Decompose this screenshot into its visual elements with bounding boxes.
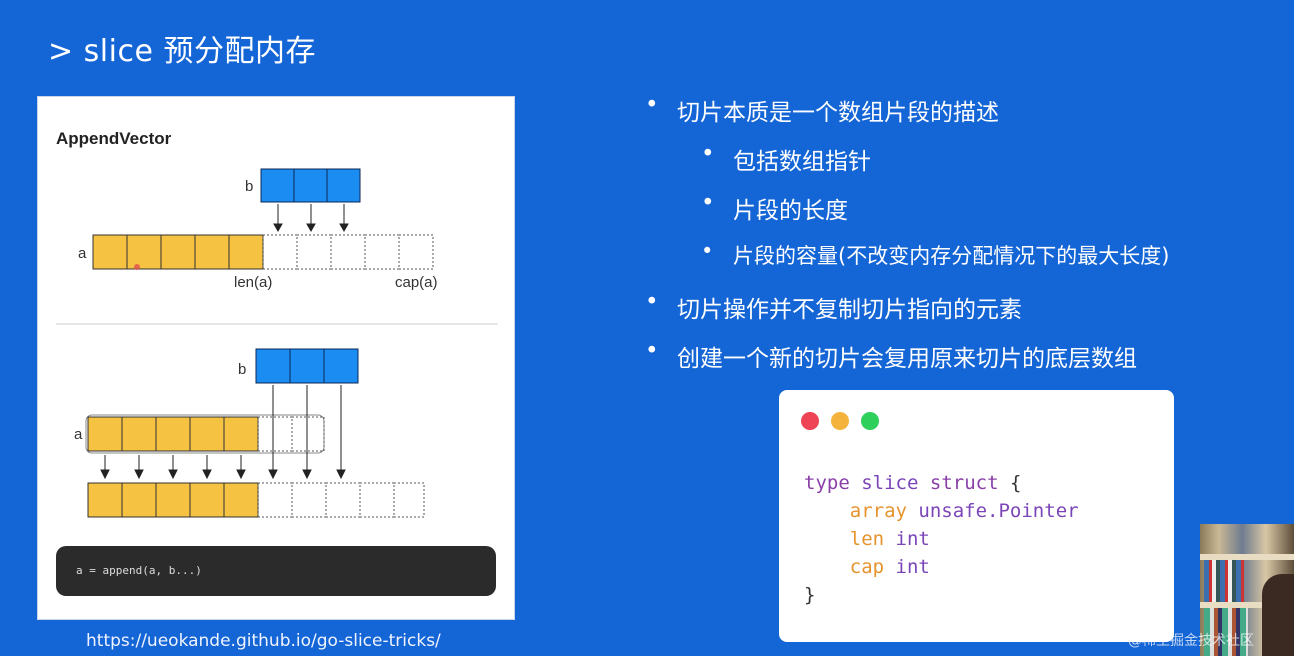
diagram-heading: AppendVector: [56, 129, 172, 148]
label-b-bottom: b: [238, 361, 246, 378]
bullet-item: • 切片操作并不复制切片指向的元素: [645, 289, 1022, 324]
webcam-overlay: [1200, 524, 1294, 656]
result-cell: [87, 482, 123, 518]
a-empty-cell: [398, 234, 434, 270]
slice-a-top: [92, 234, 434, 270]
bullet-dot-icon: •: [645, 338, 659, 364]
b-cell: [326, 168, 361, 203]
code-line: cap int: [849, 556, 930, 578]
bullet-item: • 创建一个新的切片会复用原来切片的底层数组: [645, 338, 1137, 373]
code-block: type slice struct { array unsafe.Pointer…: [804, 469, 1079, 609]
source-link[interactable]: https://ueokande.github.io/go-slice-tric…: [86, 631, 441, 651]
a-cell: [126, 234, 162, 270]
a-empty-cell: [330, 234, 366, 270]
a-cell: [160, 234, 196, 270]
slide-title: > slice 预分配内存: [48, 34, 316, 69]
result-empty-cell: [325, 482, 361, 518]
b-cell: [255, 348, 291, 384]
bullet-item: • 切片本质是一个数组片段的描述: [645, 92, 999, 127]
bullet-text: 包括数组指针: [733, 149, 871, 175]
a-cell: [121, 416, 157, 452]
a-cell: [92, 234, 128, 270]
cap-label: cap(a): [395, 274, 438, 291]
b-cell: [323, 348, 359, 384]
slice-result: [87, 482, 425, 518]
result-empty-cell: [291, 482, 327, 518]
a-empty-cell: [296, 234, 332, 270]
len-label: len(a): [234, 274, 272, 291]
minimize-dot-icon: [831, 412, 849, 430]
bullet-item: • 片段的长度: [701, 190, 848, 225]
a-empty-cell: [262, 234, 298, 270]
bullet-item: • 片段的容量(不改变内存分配情况下的最大长度): [701, 239, 1170, 270]
bullet-text: 切片本质是一个数组片段的描述: [677, 100, 999, 126]
result-cell: [189, 482, 225, 518]
bullet-item: • 包括数组指针: [701, 141, 871, 176]
code-window: type slice struct { array unsafe.Pointer…: [779, 390, 1174, 642]
maximize-dot-icon: [861, 412, 879, 430]
a-cell: [228, 234, 264, 270]
watermark: @稀土掘金技术社区: [1128, 633, 1254, 649]
bullet-text: 切片操作并不复制切片指向的元素: [677, 297, 1022, 323]
a-empty-cell: [291, 416, 325, 452]
label-a-bottom: a: [74, 426, 83, 443]
label-a-top: a: [78, 245, 87, 262]
code-line: type slice struct {: [804, 472, 1022, 494]
a-cell: [189, 416, 225, 452]
result-empty-cell: [359, 482, 395, 518]
copy-arrows-top: [273, 204, 349, 233]
result-cell: [223, 482, 259, 518]
result-cell: [155, 482, 191, 518]
bullet-text: 片段的容量(不改变内存分配情况下的最大长度): [733, 244, 1170, 268]
slice-b-top: [260, 168, 361, 203]
slice-a-bottom: [87, 416, 325, 452]
bullet-dot-icon: •: [701, 239, 714, 263]
a-cell: [87, 416, 123, 452]
append-diagram: AppendVector b a len(a) ca: [56, 129, 498, 518]
a-cell: [155, 416, 191, 452]
b-cell: [289, 348, 325, 384]
code-line: len int: [849, 528, 930, 550]
result-empty-cell: [393, 482, 425, 518]
result-cell: [121, 482, 157, 518]
b-cell: [293, 168, 328, 203]
close-dot-icon: [801, 412, 819, 430]
code-line: }: [804, 584, 816, 606]
bullet-text: 创建一个新的切片会复用原来切片的底层数组: [677, 346, 1137, 372]
result-empty-cell: [257, 482, 293, 518]
bullet-dot-icon: •: [645, 92, 659, 118]
a-empty-cell: [364, 234, 400, 270]
a-empty-cell: [257, 416, 293, 452]
append-code-bar: a = append(a, b...): [56, 546, 496, 596]
cursor-dot: [134, 264, 140, 270]
bullet-dot-icon: •: [701, 190, 715, 216]
a-cell: [194, 234, 230, 270]
code-line: array unsafe.Pointer: [849, 500, 1079, 522]
b-cell: [260, 168, 295, 203]
slice-b-bottom: [255, 348, 359, 384]
a-cell: [223, 416, 259, 452]
copy-arrows-bottom: [100, 385, 346, 480]
bullet-dot-icon: •: [645, 289, 659, 315]
label-b-top: b: [245, 178, 253, 195]
diagram-panel: AppendVector b a len(a) ca: [37, 96, 515, 620]
bullet-text: 片段的长度: [733, 198, 848, 224]
bullet-dot-icon: •: [701, 141, 715, 167]
